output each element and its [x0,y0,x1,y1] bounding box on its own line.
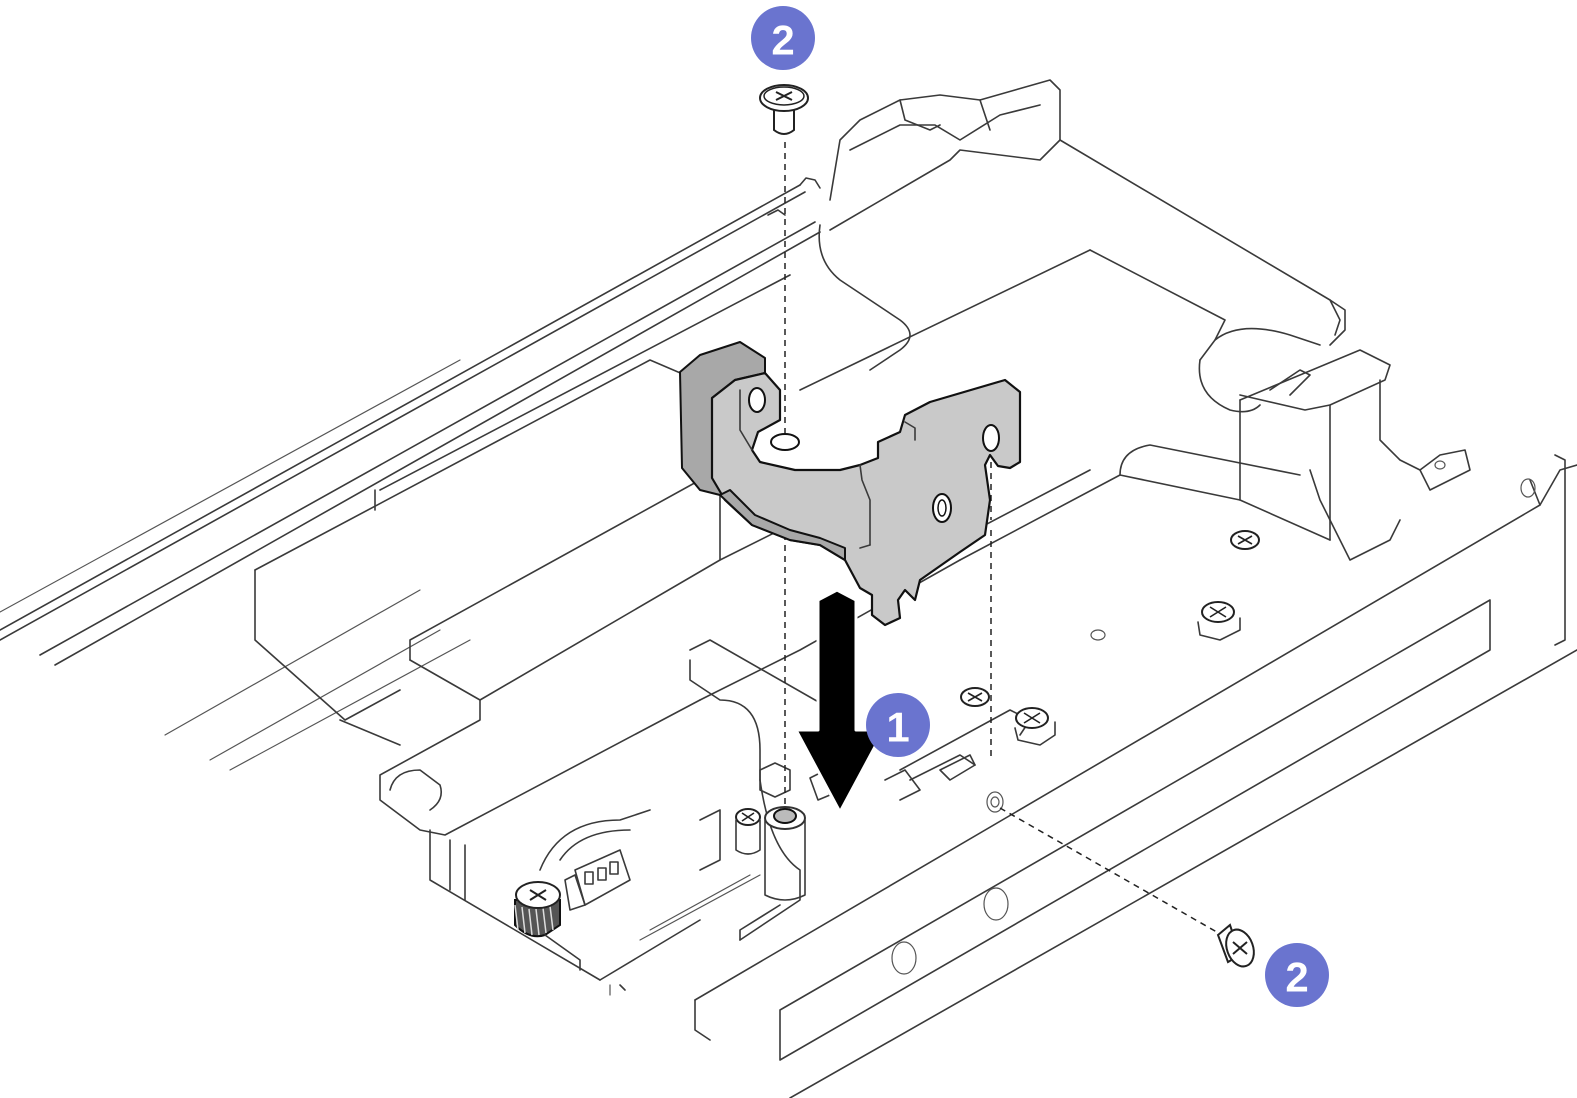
screw-icon [960,687,990,707]
callout-label: 2 [771,17,794,64]
screw-icon [1216,923,1255,968]
callout-step-2-top: 2 [751,6,815,70]
chassis-rails [0,177,821,771]
callout-step-2-bottom: 2 [1265,943,1329,1007]
screw-icon [735,808,761,855]
thumbscrew-icon [514,881,581,971]
screw-icon [1197,601,1241,641]
down-arrow-icon [794,588,886,814]
power-connector [564,849,631,911]
riser-cage [799,79,1421,541]
callout-label: 1 [886,704,909,751]
board-screws [735,530,1260,855]
standoff [759,762,831,901]
callout-step-1: 1 [866,693,930,757]
screw-icon [1014,707,1056,746]
bracket-icon [679,341,1022,627]
riser-adapter [254,274,901,836]
screw-icon [759,84,809,135]
screw-icon [1230,530,1260,550]
callout-label: 2 [1285,954,1308,1001]
chassis-wall [694,449,1577,1098]
